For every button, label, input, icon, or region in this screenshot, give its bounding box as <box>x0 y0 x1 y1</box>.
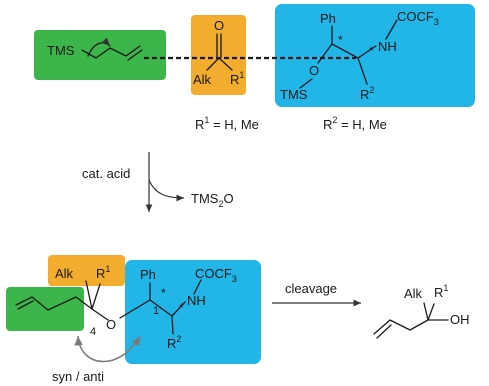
allylsilane-double-bond <box>127 49 143 61</box>
oh-label-product: OH <box>450 312 470 327</box>
product-allyl-chain <box>15 296 93 311</box>
carbonyl-bond-r1 <box>218 57 233 71</box>
cocf3-label-bottom: COCF3 <box>195 266 237 284</box>
carbonyl-bond-alk <box>206 57 220 71</box>
ether-oxygen-top: O <box>309 63 319 78</box>
green-box-product <box>6 287 84 331</box>
carbonyl-oxygen: O <box>214 18 224 33</box>
byproduct-label: TMS2O <box>191 191 234 209</box>
r1-definition: R1 = H, Me <box>195 115 259 132</box>
blue-box-product <box>125 260 261 364</box>
product-c4-bonds <box>85 280 109 321</box>
stereocenter-star-bottom-2: * <box>179 301 184 315</box>
blue-box-auxiliary <box>275 4 475 107</box>
ph-label-bottom: Ph <box>140 267 156 282</box>
product-alcohol-bonds <box>373 302 449 339</box>
byproduct-release-arrow <box>148 179 185 202</box>
syn-anti-label: syn / anti <box>52 369 104 384</box>
stereocenter-star-bottom-1: * <box>161 286 166 300</box>
nh-label-top: NH <box>378 39 397 54</box>
orange-box-carbonyl <box>191 15 246 95</box>
allylsilane-bonds <box>81 45 141 59</box>
auxiliary-bonds-bottom <box>119 279 202 335</box>
cocf3-label-top: COCF3 <box>397 9 439 27</box>
alk-label-bottom: Alk <box>55 266 74 281</box>
syn-anti-curved-arrow <box>74 335 141 363</box>
r1-label-bottom: R1 <box>96 264 110 281</box>
ether-oxygen-bottom: O <box>106 317 116 332</box>
r1-label-product: R1 <box>434 283 448 300</box>
r2-definition: R2 = H, Me <box>323 115 387 132</box>
r1-label-top: R1 <box>230 70 244 87</box>
tms-label-top: TMS <box>47 43 75 58</box>
ph-label-top: Ph <box>320 11 336 26</box>
tms-label-top-aux: TMS <box>280 87 308 102</box>
electron-push-arrow <box>87 37 111 57</box>
stereocenter-star-top-2: * <box>369 44 374 58</box>
position-1prime-label: 1' <box>153 305 161 317</box>
auxiliary-bonds-top <box>299 19 398 89</box>
r2-label-bottom: R2 <box>167 334 181 351</box>
stereocenter-star-top-1: * <box>338 33 343 47</box>
r2-label-top: R2 <box>360 85 374 102</box>
cleavage-label: cleavage <box>285 281 337 296</box>
reagent-label: cat. acid <box>82 166 130 181</box>
alk-label-top: Alk <box>193 72 212 87</box>
alk-label-product: Alk <box>404 286 423 301</box>
orange-box-product <box>48 255 125 286</box>
nh-label-bottom: NH <box>187 293 206 308</box>
position-4-label: 4 <box>90 326 96 338</box>
